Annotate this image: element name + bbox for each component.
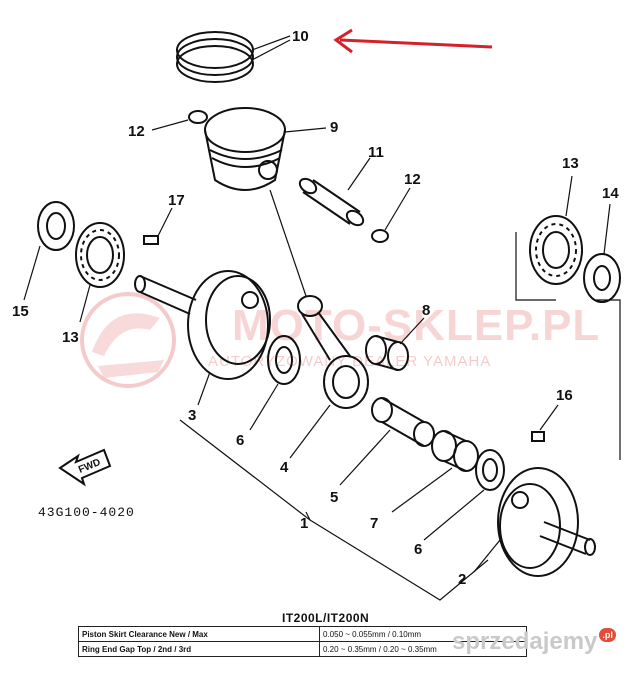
circlip-left bbox=[188, 110, 208, 124]
red-arrow-icon bbox=[333, 28, 493, 54]
spec-label: Piston Skirt Clearance New / Max bbox=[78, 626, 320, 642]
callout-12-left: 12 bbox=[128, 123, 145, 140]
bearing-right bbox=[529, 215, 583, 285]
watermark-title: MOTO-SKLEP.PL bbox=[232, 301, 600, 350]
piston-rings bbox=[176, 31, 254, 83]
callout-2: 2 bbox=[458, 571, 466, 588]
fwd-arrow-icon: FWD bbox=[58, 448, 112, 487]
callout-16: 16 bbox=[556, 387, 573, 404]
woodruff-key bbox=[143, 235, 159, 245]
callout-13-right: 13 bbox=[562, 155, 579, 172]
piston bbox=[204, 107, 286, 191]
oil-seal-left bbox=[37, 201, 75, 251]
piston-pin bbox=[298, 177, 365, 227]
connecting-rod bbox=[297, 295, 369, 409]
callout-5: 5 bbox=[330, 489, 338, 506]
big-end-bearing bbox=[431, 430, 479, 472]
oil-seal-right bbox=[583, 253, 621, 303]
spec-label: Ring End Gap Top / 2nd / 3rd bbox=[78, 641, 320, 657]
circlip-right bbox=[371, 229, 389, 243]
table-row: Ring End Gap Top / 2nd / 3rd 0.20 ~ 0.35… bbox=[78, 641, 527, 657]
spec-table-title: IT200L/IT200N bbox=[282, 611, 370, 625]
callout-12-right: 12 bbox=[404, 171, 421, 188]
callout-6-left: 6 bbox=[236, 432, 244, 449]
spec-value: 0.20 ~ 0.35mm / 0.20 ~ 0.35mm bbox=[319, 641, 527, 657]
callout-14: 14 bbox=[602, 185, 619, 202]
crank-half-left bbox=[134, 270, 271, 380]
callout-7: 7 bbox=[370, 515, 378, 532]
callout-3: 3 bbox=[188, 407, 196, 424]
site-watermark: sprzedajemy.pl bbox=[452, 628, 616, 656]
thrust-washer-right bbox=[475, 449, 505, 491]
callout-10: 10 bbox=[292, 28, 309, 45]
callout-6-right: 6 bbox=[414, 541, 422, 558]
callout-11: 11 bbox=[368, 144, 384, 161]
thrust-washer-left bbox=[267, 335, 301, 385]
watermark-subtitle: AUTORYZOWANY DEALER YAMAHA bbox=[208, 353, 491, 370]
crank-half-right bbox=[497, 467, 596, 577]
callout-4: 4 bbox=[280, 459, 289, 476]
callout-9: 9 bbox=[330, 119, 338, 136]
callout-8: 8 bbox=[422, 302, 430, 319]
callout-1: 1 bbox=[300, 515, 308, 532]
crank-pin bbox=[371, 397, 435, 447]
callout-17: 17 bbox=[168, 192, 185, 209]
bearing-left bbox=[75, 222, 125, 288]
callout-15: 15 bbox=[12, 303, 29, 320]
callout-13-left: 13 bbox=[62, 329, 79, 346]
small-end-bearing bbox=[365, 335, 409, 371]
part-number: 43G100-4020 bbox=[38, 505, 135, 520]
site-watermark-text: sprzedajemy bbox=[452, 628, 598, 655]
spec-table: Piston Skirt Clearance New / Max 0.050 ~… bbox=[78, 626, 527, 657]
woodruff-key-right bbox=[531, 431, 545, 442]
watermark-logo bbox=[80, 292, 176, 388]
site-watermark-suffix: .pl bbox=[599, 628, 616, 642]
